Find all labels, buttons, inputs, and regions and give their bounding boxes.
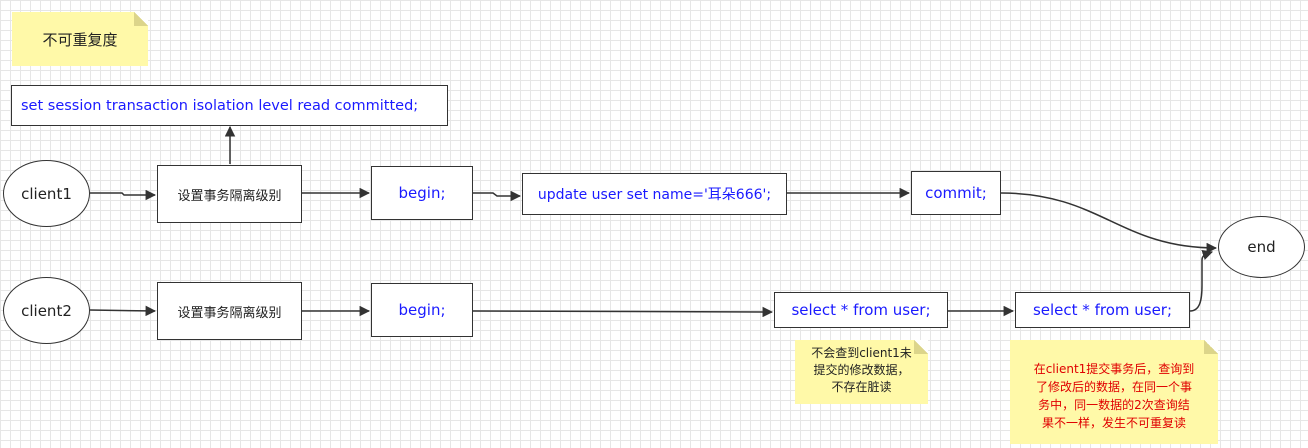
isolation-command-text: set session transaction isolation level … [21, 97, 419, 114]
client2-node: client2 [3, 277, 90, 344]
edge-client1-to-set-isolation [90, 189, 157, 201]
client2-begin-text: begin; [398, 301, 446, 319]
end-node: end [1218, 216, 1305, 278]
client1-set-isolation-text: 设置事务隔离级别 [177, 188, 282, 204]
no-dirty-read-text: 不会查到client1未 提交的修改数据， 不存在脏读 [811, 346, 912, 394]
non-repeatable-read-note: 在client1提交事务后，查询到 了修改后的数据，在同一个事 务中，同一数据的… [1010, 340, 1218, 444]
client1-commit-text: commit; [925, 184, 987, 202]
client1-begin-text: begin; [398, 184, 446, 202]
client2-select-1-box: select * from user; [774, 292, 948, 328]
title-note: 不可重复度 [12, 12, 148, 66]
non-repeatable-read-text: 在client1提交事务后，查询到 了修改后的数据，在同一个事 务中，同一数据的… [1033, 362, 1195, 430]
edge-commit-to-end [1000, 192, 1218, 254]
client2-select-2-box: select * from user; [1015, 292, 1190, 328]
client2-select-1-text: select * from user; [791, 301, 931, 319]
client2-set-isolation-text: 设置事务隔离级别 [177, 305, 282, 321]
isolation-command-box: set session transaction isolation level … [11, 85, 448, 126]
client2-begin-box: begin; [371, 283, 473, 337]
client1-commit-box: commit; [911, 171, 1001, 215]
edge-begin-1-to-update [473, 190, 522, 202]
client1-update-text: update user set name='耳朵666'; [537, 187, 772, 203]
title-note-text: 不可重复度 [42, 31, 118, 49]
client1-label: client1 [21, 184, 72, 203]
no-dirty-read-note: 不会查到client1未 提交的修改数据， 不存在脏读 [795, 340, 928, 404]
edge-begin-2-to-select-1 [472, 306, 774, 318]
edge-select-2-to-end [1189, 250, 1213, 312]
edge-client2-to-set-isolation [89, 305, 157, 317]
client1-begin-box: begin; [371, 166, 473, 220]
client2-set-isolation-box: 设置事务隔离级别 [157, 282, 302, 340]
client2-label: client2 [21, 301, 72, 320]
client2-select-2-text: select * from user; [1032, 301, 1173, 319]
client1-update-box: update user set name='耳朵666'; [522, 173, 787, 215]
client1-node: client1 [3, 160, 90, 227]
end-label: end [1247, 238, 1276, 256]
client1-set-isolation-box: 设置事务隔离级别 [157, 165, 302, 223]
